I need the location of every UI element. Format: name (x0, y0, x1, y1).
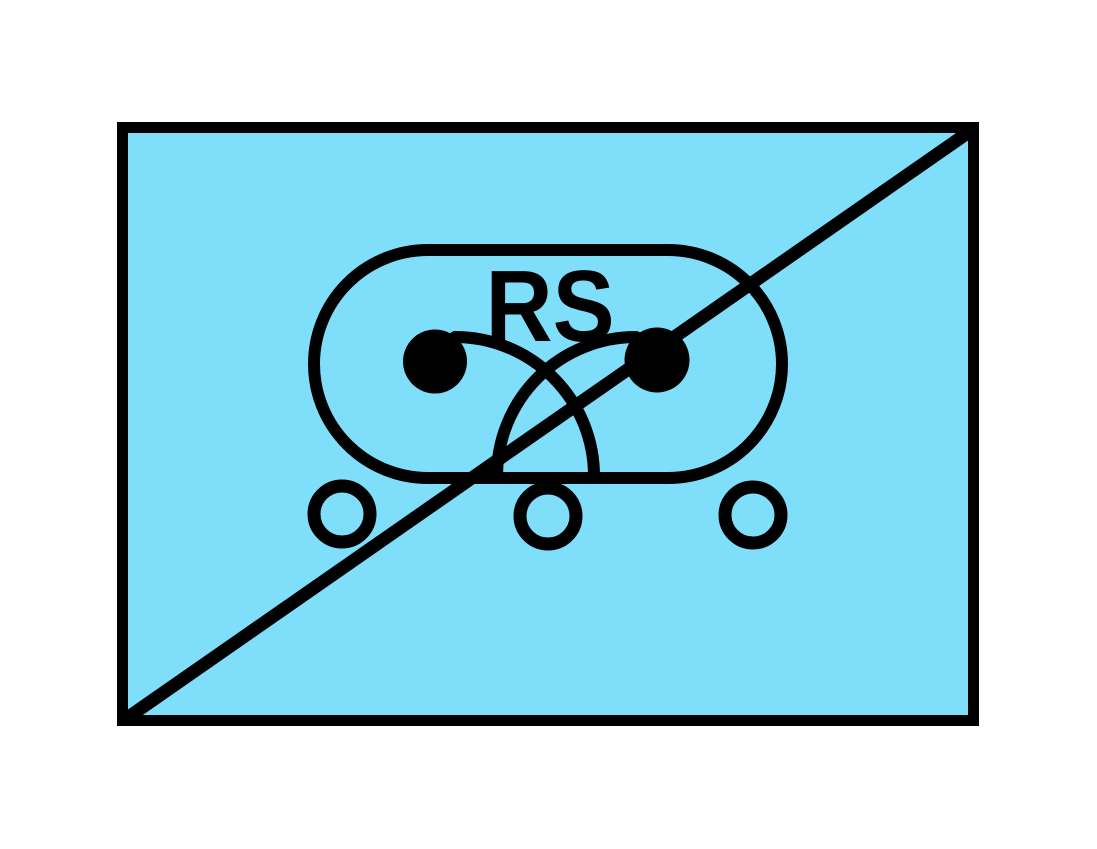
bottom-hole-left (307, 479, 377, 549)
left-reel-dot (403, 329, 467, 394)
bottom-hole-right (718, 480, 788, 550)
prohibition-diagonal-line (119, 124, 977, 726)
right-reel-tape-curve (491, 331, 642, 482)
cassette-window-outline (308, 244, 788, 484)
left-reel-tape-curve (449, 331, 600, 482)
bottom-hole-center (513, 481, 583, 551)
